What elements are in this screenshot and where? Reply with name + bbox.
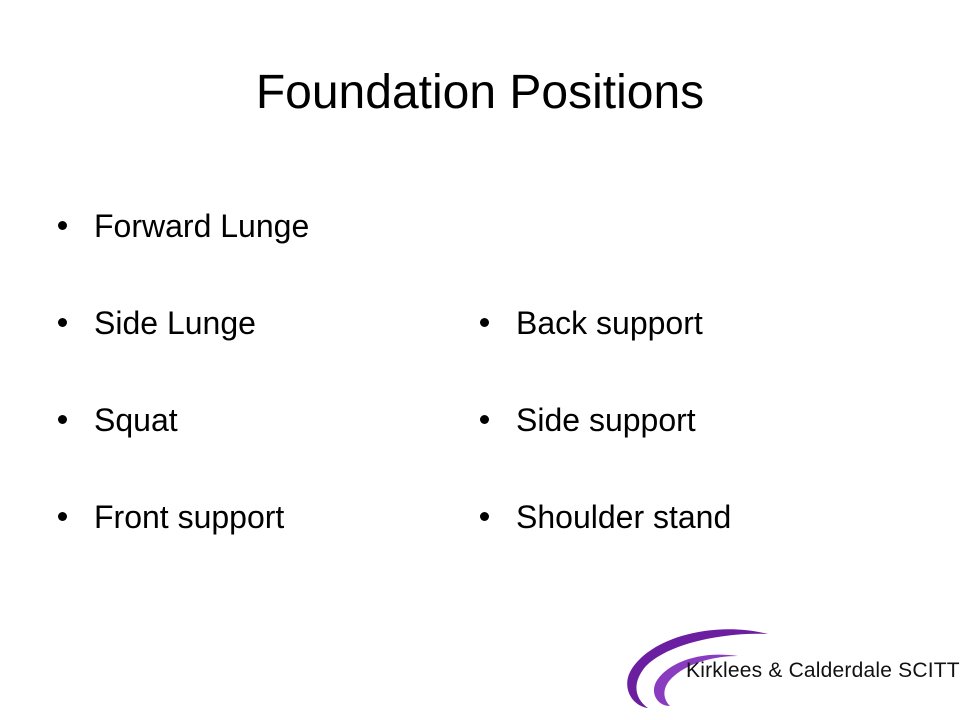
list-item-label: Shoulder stand: [516, 499, 732, 535]
list-item: Side support: [480, 400, 731, 440]
bullet-icon: [58, 512, 67, 521]
list-item: Shoulder stand: [480, 497, 731, 537]
swoosh-logo-icon: [627, 629, 768, 708]
list-item: Squat: [58, 400, 309, 440]
bullet-icon: [480, 415, 489, 424]
list-item: Side Lunge: [58, 303, 309, 343]
list-item-label: Side support: [516, 402, 696, 438]
bullet-icon: [480, 512, 489, 521]
bullet-icon: [480, 318, 489, 327]
bullet-icon: [58, 221, 67, 230]
bullet-icon: [58, 415, 67, 424]
list-item-label: Front support: [94, 499, 285, 535]
list-item: Front support: [58, 497, 309, 537]
right-bullet-list: Back support Side support Shoulder stand: [480, 303, 731, 594]
organization-logo: Kirklees & Calderdale SCITT: [618, 626, 960, 710]
list-item: Forward Lunge: [58, 206, 309, 246]
list-item-label: Back support: [516, 305, 703, 341]
left-bullet-list: Forward Lunge Side Lunge Squat Front sup…: [58, 206, 309, 594]
list-item-label: Side Lunge: [94, 305, 256, 341]
list-item-label: Squat: [94, 402, 178, 438]
slide-title: Foundation Positions: [255, 66, 705, 119]
list-item: Back support: [480, 303, 731, 343]
bullet-icon: [58, 318, 67, 327]
list-item-label: Forward Lunge: [94, 208, 310, 244]
logo-text: Kirklees & Calderdale SCITT: [686, 659, 960, 682]
